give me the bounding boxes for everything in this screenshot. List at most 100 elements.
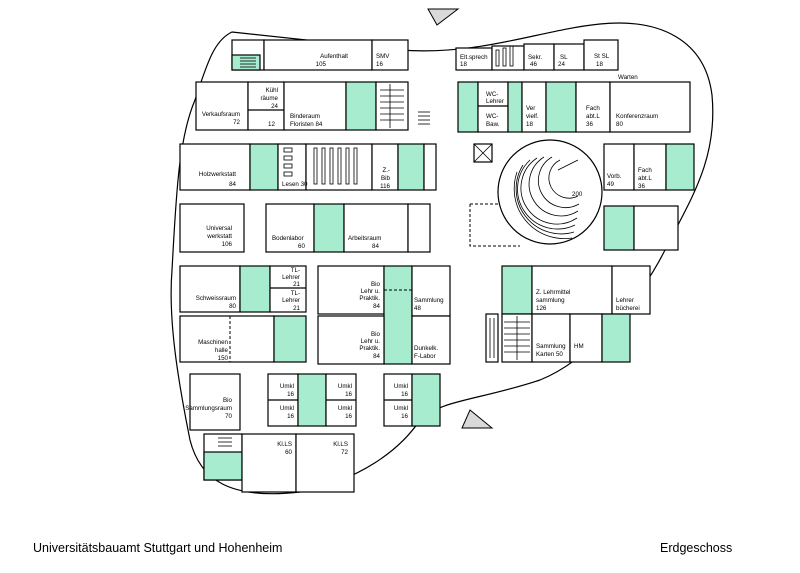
room-bibliothek bbox=[305, 143, 373, 191]
label-tl-1: TL- bbox=[291, 267, 300, 274]
green-zone-16 bbox=[411, 373, 441, 427]
label-maschinenhalle: Maschinen bbox=[198, 339, 228, 346]
room-biosammlung bbox=[189, 373, 241, 431]
label-hm: HM bbox=[574, 343, 584, 350]
label-umkl-3: Umkl bbox=[338, 383, 352, 390]
green-zone-5 bbox=[249, 143, 279, 191]
label-room-200: 200 bbox=[572, 191, 583, 198]
room-kils-2 bbox=[295, 433, 355, 493]
label-kils-2: Kl.LS bbox=[333, 441, 348, 448]
auditorium bbox=[497, 139, 603, 245]
label-fachabtl-2: Fach bbox=[638, 167, 652, 174]
label-arbeitsraum: Arbeitsraum bbox=[348, 235, 381, 242]
green-zone-7 bbox=[665, 143, 695, 191]
room-sammlung bbox=[411, 265, 451, 317]
label-verkaufsraum: Verkaufsraum bbox=[202, 111, 240, 118]
label-konferenzraum: Konferenzraum bbox=[616, 113, 658, 120]
label-smv: SMV bbox=[376, 53, 390, 60]
label-zlehrmittel: Z. Lehrmittel bbox=[536, 289, 570, 296]
label-dunkelk: Dunkelk. bbox=[414, 345, 438, 352]
green-zone-10 bbox=[239, 265, 271, 313]
room-tl-lehrer bbox=[269, 265, 307, 313]
label-fachabtl-1: Fach bbox=[586, 105, 600, 112]
green-zone-3 bbox=[507, 81, 523, 133]
label-kils-1: Kl.LS bbox=[277, 441, 292, 448]
label-kuehlraeume: Kühl bbox=[266, 87, 278, 94]
room-sammlungkarten bbox=[531, 313, 571, 363]
svg-text:Sekr.46: Sekr.46 bbox=[528, 54, 542, 68]
label-binderaum: Binderaum bbox=[290, 113, 320, 120]
label-eltsprech: Elt.sprech bbox=[460, 54, 488, 61]
steps-icon bbox=[418, 111, 430, 125]
bookshelves-icon bbox=[313, 147, 358, 185]
label-biosammlung: Bio bbox=[223, 397, 233, 404]
label-wclehrer: WC- bbox=[486, 91, 498, 98]
north-arrow-bottom-icon bbox=[461, 409, 494, 429]
label-bodenlabor: Bodenlabor bbox=[272, 235, 304, 242]
room-storage-top bbox=[491, 45, 525, 71]
green-zone-14 bbox=[601, 313, 631, 363]
footer-institution: Universitätsbauamt Stuttgart und Hohenhe… bbox=[33, 541, 283, 555]
stair-top-left bbox=[231, 54, 261, 71]
room-schweissraum bbox=[179, 265, 241, 313]
room-small-1 bbox=[423, 143, 437, 191]
stair-icon bbox=[240, 57, 256, 68]
room-verkaufsraum bbox=[195, 81, 249, 131]
stair-icon bbox=[504, 316, 530, 360]
green-zone-6 bbox=[397, 143, 425, 191]
room-fachabtl-1 bbox=[575, 81, 611, 133]
label-umkl-5: Umkl bbox=[394, 383, 408, 390]
label-sammlung: Sammlung bbox=[414, 297, 444, 304]
room-holzwerkstatt bbox=[179, 143, 251, 191]
label-lehrerbuecherei: Lehrer bbox=[616, 297, 634, 304]
svg-text:Vorb.49: Vorb.49 bbox=[607, 173, 622, 188]
label-schweissraum: Schweissraum bbox=[196, 295, 236, 302]
label-sekr: Sekr. bbox=[528, 54, 542, 61]
label-zbib: Z.- bbox=[382, 167, 390, 174]
label-vorb: Vorb. bbox=[607, 173, 622, 180]
room-hm bbox=[569, 313, 603, 363]
room-right-3 bbox=[633, 205, 679, 251]
label-bio-1: Bio bbox=[371, 281, 381, 288]
room-dunkelk bbox=[411, 315, 451, 365]
label-tl-2: TL- bbox=[291, 290, 300, 297]
room-small-2 bbox=[407, 203, 431, 253]
label-sammlungkarten: Sammlung bbox=[536, 343, 566, 350]
room-arbeitsraum bbox=[343, 203, 409, 253]
room-lehrerbuecherei bbox=[611, 265, 651, 315]
label-holzwerkstatt: Holzwerkstatt bbox=[199, 171, 236, 178]
room-wc bbox=[477, 81, 509, 133]
room-aufenthalt bbox=[263, 39, 373, 71]
green-zone-11 bbox=[383, 265, 413, 365]
room-maschinenhalle bbox=[179, 315, 275, 363]
label-sl: SL bbox=[560, 54, 568, 61]
label-aufenthalt: Aufenthalt bbox=[320, 53, 348, 60]
green-zone-15 bbox=[297, 373, 327, 427]
green-zone-13 bbox=[273, 315, 307, 363]
